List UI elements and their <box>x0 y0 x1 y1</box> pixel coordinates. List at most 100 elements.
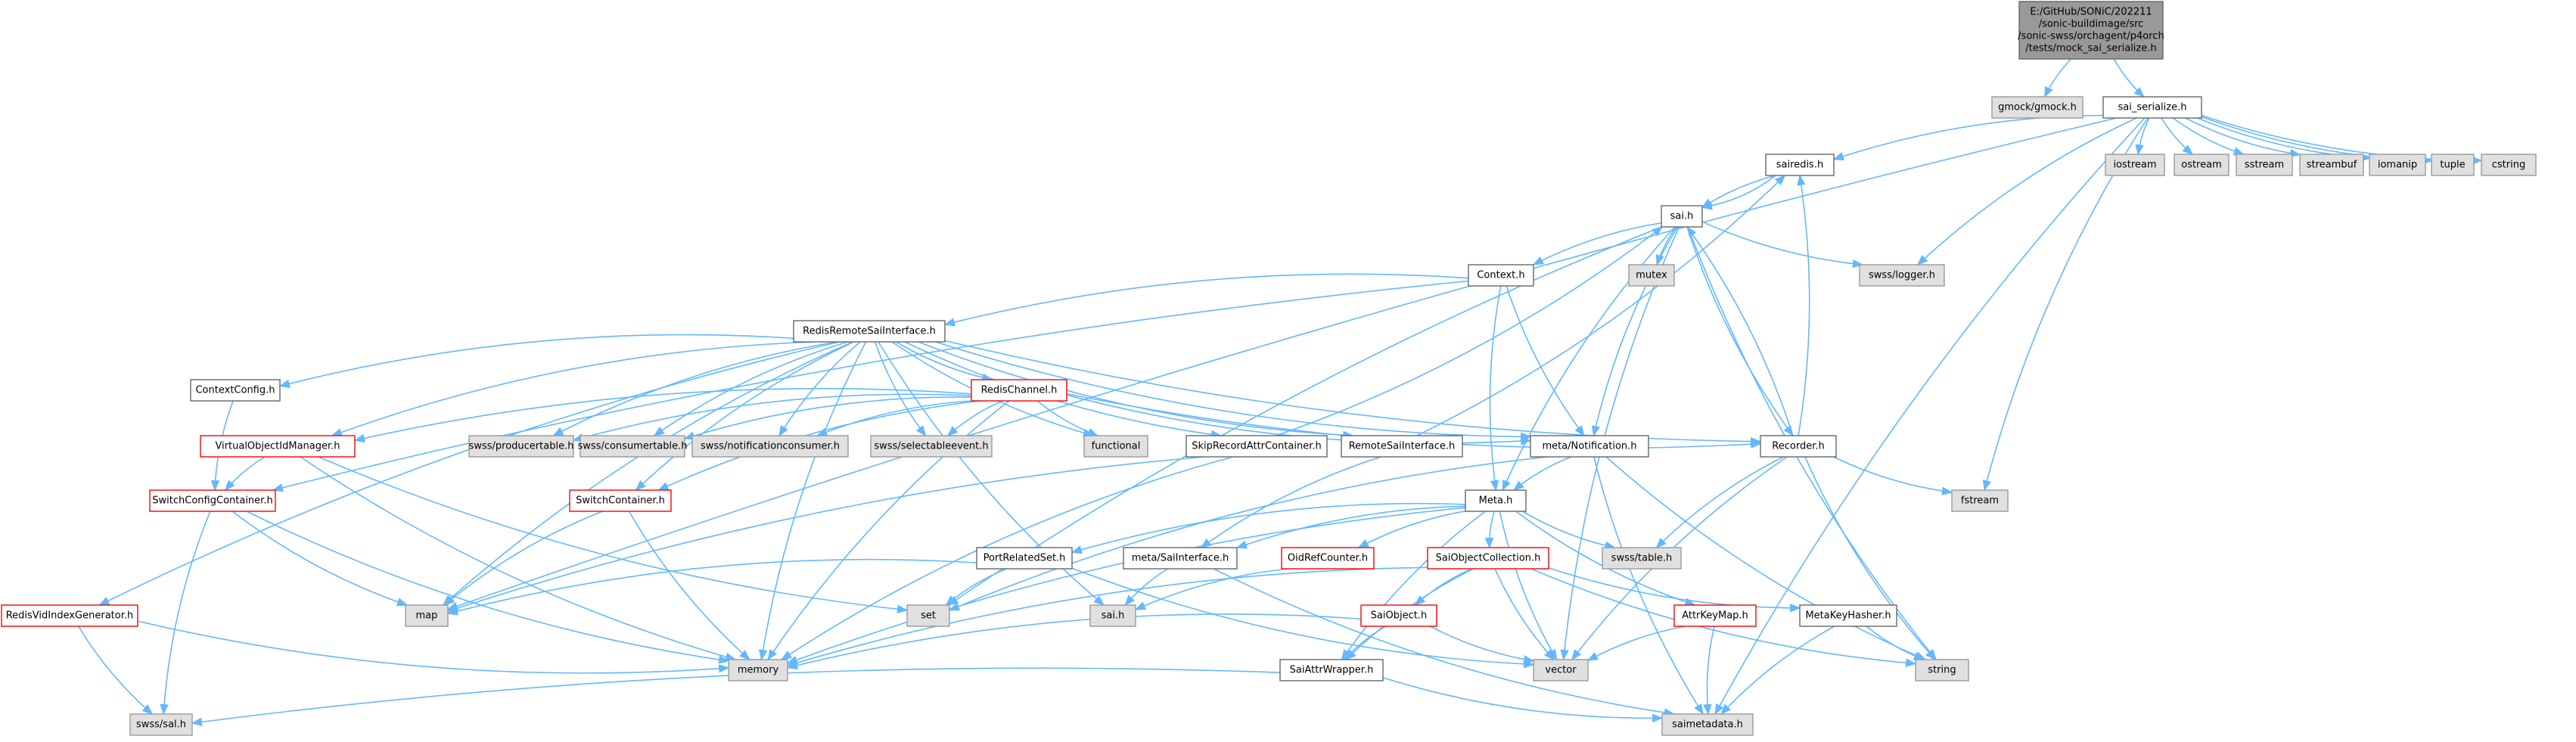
node-label: memory <box>738 665 779 676</box>
node-box <box>1602 547 1682 570</box>
edge-saiobjcoll-to-vector <box>1494 568 1555 661</box>
node-remotesai[interactable]: RemoteSaiInterface.h <box>1341 435 1463 458</box>
node-label: SkipRecordAttrContainer.h <box>1192 441 1321 452</box>
edge-metasai-to-saimetadata <box>1213 568 1676 717</box>
node-label: gmock/gmock.h <box>1998 102 2077 113</box>
node-sairedis[interactable]: sairedis.h <box>1765 154 1835 176</box>
node-label: string <box>1928 665 1956 676</box>
node-redisremote[interactable]: RedisRemoteSaiInterface.h <box>793 320 946 343</box>
node-label: Context.h <box>1477 270 1524 281</box>
edge-switchcontainer-to-memory <box>628 511 750 660</box>
node-redisvid[interactable]: RedisVidIndexGenerator.h <box>1 604 138 627</box>
edge-redischannel-to-producertable <box>572 393 972 442</box>
edge-switchcontainer-to-map <box>443 511 603 606</box>
node-functional: functional <box>1083 435 1148 458</box>
edge-redisremote-to-switchcontainer <box>635 341 854 491</box>
node-iostream: iostream <box>2105 154 2165 176</box>
edge-meta-to-swsstable <box>1522 511 1616 550</box>
node-label: SwitchConfigContainer.h <box>152 495 272 507</box>
edge-saiobject-to-saiattr <box>1344 626 1387 661</box>
edge-oidref-to-saih <box>1134 568 1288 610</box>
edge-skiprecord-to-sai <box>1276 226 1664 436</box>
edge-switchconfig-to-memory <box>246 511 730 664</box>
edge-sai_serialize-to-streambuf <box>2185 117 2301 158</box>
node-portrelated[interactable]: PortRelatedSet.h <box>976 547 1073 570</box>
node-switchconfig[interactable]: SwitchConfigContainer.h <box>149 489 276 512</box>
edge-attrkeymap-to-vector <box>1586 626 1686 662</box>
node-vector: vector <box>1533 659 1589 681</box>
node-tuple: tuple <box>2431 154 2475 176</box>
edge-recorder-to-fstream <box>1833 456 1953 495</box>
node-metasai[interactable]: meta/SaiInterface.h <box>1123 547 1238 570</box>
edge-context-to-switchconfig <box>272 280 1469 492</box>
edge-saiattr-to-saimetadata <box>1382 677 1664 723</box>
node-root[interactable]: E:/GitHub/SONiC/202211/sonic-buildimage/… <box>2018 1 2164 60</box>
node-label: SwitchContainer.h <box>576 495 665 507</box>
node-box <box>2174 154 2230 176</box>
node-box <box>200 435 356 458</box>
node-label: set <box>921 610 936 622</box>
edge-saiobject-to-memory <box>786 613 1362 670</box>
node-saiobject[interactable]: SaiObject.h <box>1360 604 1437 627</box>
node-box <box>1281 547 1375 570</box>
node-box <box>2102 96 2202 119</box>
node-label: /sonic-swss/orchagent/p4orch <box>2018 31 2164 42</box>
edge-sai-to-context <box>1532 222 1662 265</box>
node-label: functional <box>1092 441 1141 452</box>
node-context[interactable]: Context.h <box>1468 264 1534 287</box>
node-label: Meta.h <box>1479 495 1513 507</box>
node-label: cstring <box>2492 160 2525 171</box>
edge-portrelated-to-map <box>446 558 977 616</box>
node-sstream: sstream <box>2236 154 2293 176</box>
edge-sai_serialize-to-saimetadata <box>1714 117 2146 716</box>
node-redischannel[interactable]: RedisChannel.h <box>971 379 1067 402</box>
edge-saiobject-to-vector <box>1430 626 1535 664</box>
edge-portrelated-to-set <box>945 568 1007 606</box>
node-box <box>1673 604 1757 627</box>
node-label: sai.h <box>1670 211 1694 222</box>
edge-redisremote-to-memory <box>758 341 867 661</box>
edge-redisvid-to-memory <box>137 620 730 674</box>
edge-redisremote-to-consumertable <box>653 341 848 436</box>
node-label: sai.h <box>1102 610 1125 622</box>
node-box <box>1083 435 1148 458</box>
node-label: tuple <box>2440 160 2465 171</box>
edge-metanotif-to-string <box>1605 456 1927 660</box>
node-sai[interactable]: sai.h <box>1661 205 1703 228</box>
node-label: SaiObject.h <box>1371 610 1428 622</box>
node-label: RedisVidIndexGenerator.h <box>6 610 134 622</box>
node-label: fstream <box>1961 495 1999 507</box>
node-metanotif[interactable]: meta/Notification.h <box>1530 435 1649 458</box>
edge-redisremote-to-saih <box>878 341 1105 606</box>
node-attrkeymap[interactable]: AttrKeyMap.h <box>1673 604 1757 627</box>
node-meta[interactable]: Meta.h <box>1465 489 1527 512</box>
node-label: mutex <box>1636 270 1667 281</box>
node-oidref[interactable]: OidRefCounter.h <box>1281 547 1375 570</box>
edge-root-to-gmock <box>2043 58 2072 98</box>
node-box <box>2018 1 2164 60</box>
node-virtualobj[interactable]: VirtualObjectIdManager.h <box>200 435 356 458</box>
node-sai_serialize[interactable]: sai_serialize.h <box>2102 96 2202 119</box>
node-box <box>793 320 946 343</box>
node-recorder[interactable]: Recorder.h <box>1760 435 1837 458</box>
node-metakeyhasher[interactable]: MetaKeyHasher.h <box>1799 604 1897 627</box>
node-label: RedisRemoteSaiInterface.h <box>803 326 936 337</box>
node-label: streambuf <box>2307 160 2357 171</box>
node-skiprecord[interactable]: SkipRecordAttrContainer.h <box>1185 435 1328 458</box>
edge-metanotif-to-meta <box>1512 456 1572 491</box>
node-label: ostream <box>2181 160 2222 171</box>
edge-redischannel-to-selectable <box>946 400 1003 436</box>
node-contextconfig[interactable]: ContextConfig.h <box>190 379 281 402</box>
edge-metasai-to-saih <box>1124 568 1169 607</box>
node-saiobjcoll[interactable]: SaiObjectCollection.h <box>1427 547 1549 570</box>
node-ostream: ostream <box>2174 154 2230 176</box>
node-swsssal: swss/sal.h <box>129 713 193 736</box>
edge-skiprecord-to-memory <box>780 456 1234 660</box>
node-switchcontainer[interactable]: SwitchContainer.h <box>569 489 672 512</box>
node-box <box>129 713 193 736</box>
node-label: iomanip <box>2378 160 2417 171</box>
node-saiattr[interactable]: SaiAttrWrapper.h <box>1279 659 1384 681</box>
node-label: swss/notificationconsumer.h <box>701 441 840 452</box>
node-saimetadata: saimetadata.h <box>1661 713 1754 736</box>
node-string: string <box>1915 659 1969 681</box>
